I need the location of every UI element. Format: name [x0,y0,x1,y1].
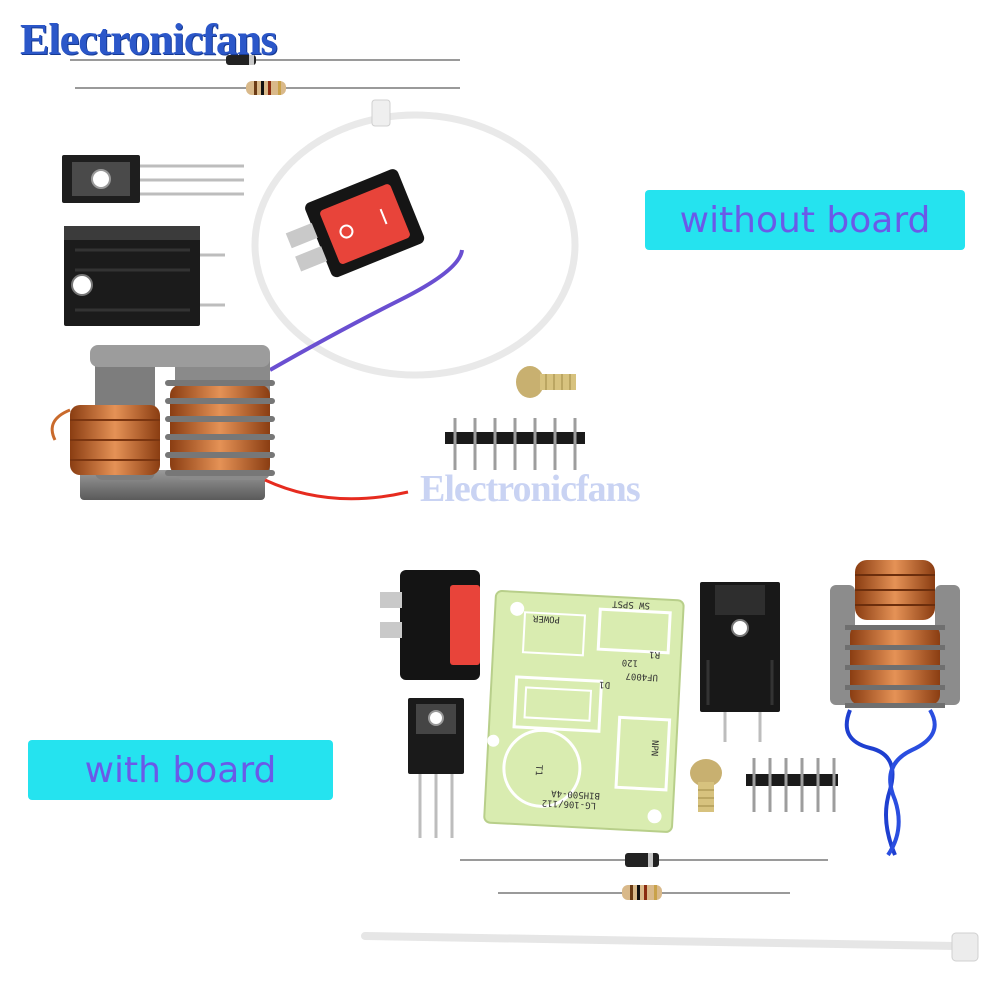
pcb-marking-t1: T1 [533,765,544,776]
heatsink-top [64,226,225,326]
resistor-bottom [498,885,790,900]
label-with-board: with board [28,740,333,800]
hv-coil-top [50,345,275,500]
rocker-switch-bottom [380,570,480,680]
pcb-board [483,590,685,833]
diode-top [70,55,460,65]
label-with-board-text: with board [84,749,277,791]
heatsink-bottom [700,582,780,742]
resistor-top [75,81,460,95]
cable-tie-loop [251,99,579,379]
pcb-marking-r1-value: 120 [622,657,639,668]
transistor-bottom [408,698,464,838]
brand-logo: Electronicfans [20,15,277,64]
cable-tie-bottom [361,932,979,962]
pcb-marking-sw: SW SPST [611,598,650,610]
pcb-marking-code: BIH500-4A [550,788,600,801]
diode-bottom [460,853,828,867]
pcb-marking-d1: D1 [599,679,610,690]
pcb-marking-power: POWER [532,613,560,624]
wire-purple [269,249,464,372]
pcb-marking-uf: UF4007 [625,670,658,682]
label-without-board-text: without board [679,199,931,241]
screw-top [516,366,576,398]
hv-coil-bottom [830,560,960,857]
pin-header-bottom [746,758,838,812]
pcb-marking-r1: R1 [649,649,660,660]
brand-watermark: Electronicfans [420,468,641,510]
pcb-marking-npn: NPN [648,740,659,757]
wire-red [264,478,409,501]
screw-bottom [690,759,722,812]
label-without-board: without board [645,190,965,250]
rocker-switch-top [285,169,425,278]
pin-header-top [445,418,585,470]
transistor-top [62,155,244,203]
pcb-marking-main: LG-106/112 [542,797,597,810]
